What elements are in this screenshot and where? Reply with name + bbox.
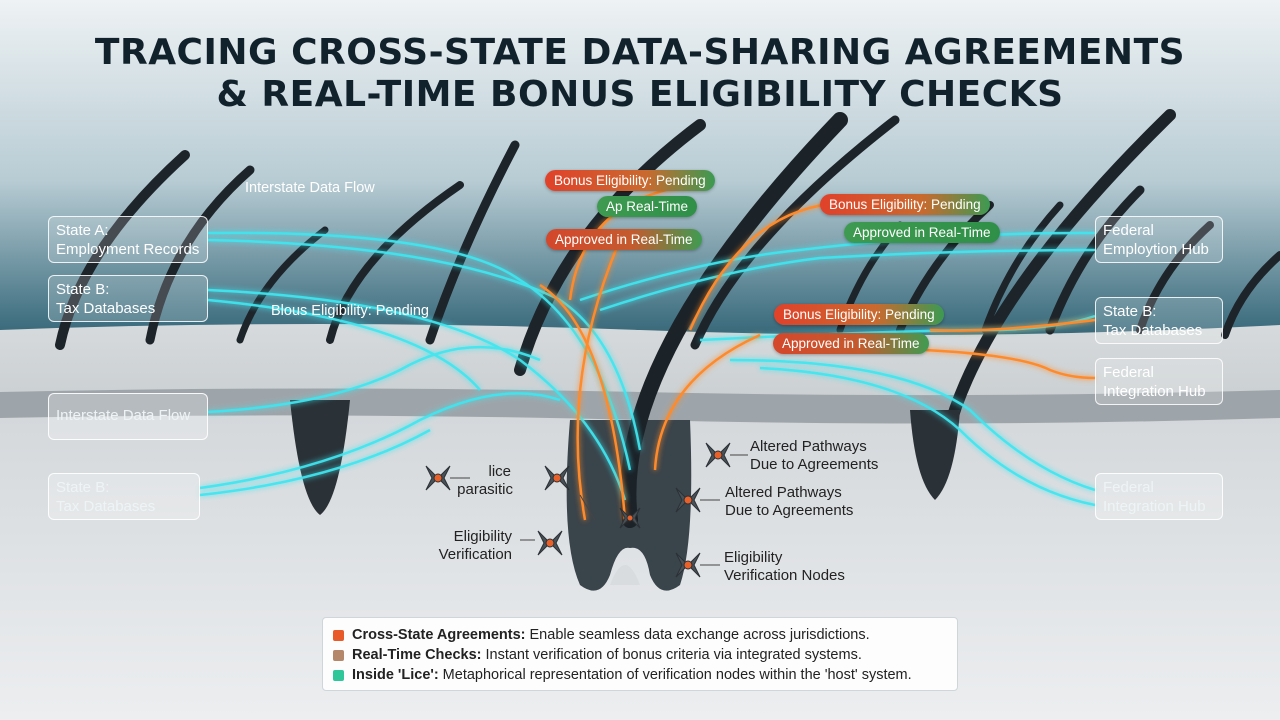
status-pill-approved: Approved in Real-Time	[546, 229, 702, 250]
label-line1: Altered Pathways	[725, 484, 842, 501]
page-title-line1: TRACING CROSS-STATE DATA-SHARING AGREEME…	[94, 32, 1186, 73]
box-line2: Tax Databases	[56, 300, 156, 317]
status-pill-real-time: Ap Real-Time	[597, 196, 698, 217]
box-line1: Federal	[1103, 479, 1154, 496]
box-line2: Tax Databases	[56, 498, 156, 515]
legend-term: Inside 'Lice':	[352, 667, 439, 683]
flow-label-blous-pending: Blous Eligibility: Pending	[271, 303, 429, 319]
box-line1: State B:	[56, 479, 110, 496]
box-line2: Integration Hub	[1103, 498, 1206, 515]
legend-desc: Metaphorical representation of verificat…	[442, 667, 912, 683]
node-label-verification-nodes: Eligibility Verification Nodes	[724, 549, 845, 585]
page-title-line2: & REAL-TIME BONUS ELIGIBILITY CHECKS	[216, 74, 1064, 115]
node-label-altered-pathways: Altered Pathways Due to Agreements	[750, 438, 878, 474]
legend-desc: Enable seamless data exchange across jur…	[529, 627, 870, 643]
source-box-state-b-lower: State B: Tax Databases	[48, 473, 200, 520]
legend-swatch-teal	[333, 669, 344, 681]
box-line2: Integration Hub	[1103, 383, 1206, 400]
label-line2: parasitic	[457, 481, 513, 498]
status-pill-approved: Approved in Real-Time	[844, 222, 1000, 243]
node-label-altered-pathways-2: Altered Pathways Due to Agreements	[725, 484, 853, 520]
label-line1: Eligibility	[724, 549, 783, 566]
source-box-state-b: State B: Tax Databases	[48, 275, 208, 322]
label-line2: Due to Agreements	[750, 456, 879, 473]
label-line2: Verification Nodes	[724, 567, 845, 584]
node-label-eligibility-verification: Eligibility Verification	[420, 528, 512, 564]
label-line1: Altered Pathways	[750, 438, 867, 455]
legend-row: Inside 'Lice': Metaphorical representati…	[333, 665, 947, 685]
box-line1: Federal	[1103, 364, 1154, 381]
label-line1: Eligibility	[453, 528, 512, 545]
status-pill-pending: Bonus Eligibility: Pending	[545, 170, 715, 191]
legend-row: Cross-State Agreements: Enable seamless …	[333, 625, 947, 645]
target-box-federal-integration-hub: Federal Integration Hub	[1095, 358, 1223, 405]
flow-label-interstate: Interstate Data Flow	[245, 180, 375, 196]
box-line2: Employtion Hub	[1103, 241, 1209, 258]
box-line1: Federal	[1103, 222, 1154, 239]
legend: Cross-State Agreements: Enable seamless …	[322, 617, 958, 691]
box-line1: State B:	[1103, 303, 1157, 320]
legend-swatch-orange	[333, 629, 344, 641]
node-label-lice: lice parasitic	[455, 463, 513, 499]
box-line2: Employment Records	[56, 241, 200, 258]
status-pill-pending: Bonus Eligibility: Pending	[774, 304, 944, 325]
box-line1: Interstate Data Flow	[56, 407, 191, 424]
status-pill-pending: Bonus Eligibility: Pending	[820, 194, 990, 215]
legend-swatch-brown	[333, 649, 344, 661]
target-box-state-b: State B: Tax Databases	[1095, 297, 1223, 344]
legend-term: Real-Time Checks:	[352, 647, 482, 663]
label-line1: lice	[488, 463, 511, 480]
box-line1: State B:	[56, 281, 110, 298]
legend-desc: Instant verification of bonus criteria v…	[485, 647, 862, 663]
status-pill-approved: Approved in Real-Time	[773, 333, 929, 354]
source-box-state-a: State A: Employment Records	[48, 216, 208, 263]
label-line2: Due to Agreements	[725, 502, 854, 519]
legend-term: Cross-State Agreements:	[352, 627, 526, 643]
box-line2: Tax Databases	[1103, 322, 1203, 339]
box-line1: State A:	[56, 222, 109, 239]
legend-row: Real-Time Checks: Instant verification o…	[333, 645, 947, 665]
target-box-federal-employtion-hub: Federal Employtion Hub	[1095, 216, 1223, 263]
label-line2: Verification	[438, 546, 512, 563]
source-box-interstate-flow: Interstate Data Flow	[48, 393, 208, 440]
target-box-federal-integration-hub-lower: Federal Integration Hub	[1095, 473, 1223, 520]
